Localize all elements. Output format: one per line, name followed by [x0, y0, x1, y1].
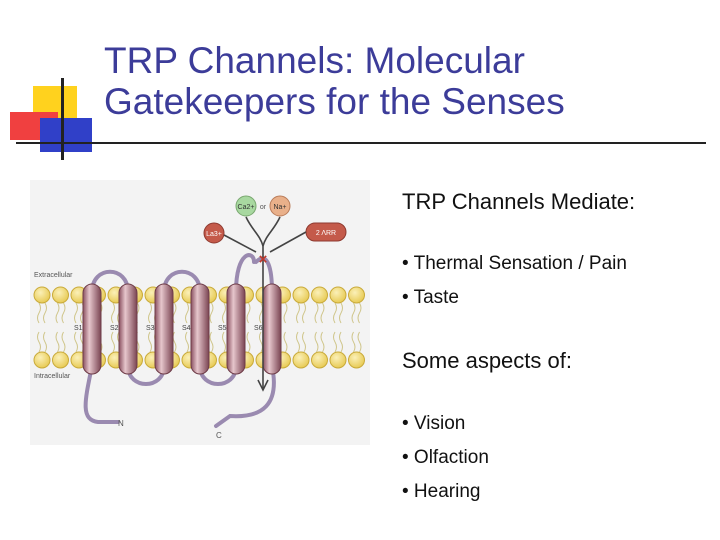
helix-2 [118, 283, 138, 375]
heading-mediate: TRP Channels Mediate: [402, 189, 636, 214]
lipid-tail [320, 331, 325, 353]
lipid-tail [37, 302, 41, 324]
lipid-tail [61, 331, 66, 353]
ruthenium-red-label: 2 ΛRR [316, 230, 336, 237]
calcium-bubble [235, 195, 257, 217]
lipid-tail [296, 302, 300, 324]
sodium-bubble [269, 195, 291, 217]
lanthanum-bubble [203, 222, 225, 244]
title-line-1: TRP Channels: Molecular [104, 40, 525, 81]
lipid-head [311, 286, 328, 304]
lipid-tail [222, 302, 226, 324]
lipid-tail [43, 302, 47, 324]
list-item: • Hearing [402, 481, 481, 502]
list-item: • Taste [402, 287, 459, 308]
lipid-head [33, 351, 51, 369]
lipid-tail [74, 302, 78, 324]
sodium-label: Na+ [273, 204, 286, 211]
lipid-tail [222, 331, 226, 353]
lipid-tail [43, 331, 47, 353]
lipid-head [33, 286, 51, 304]
lipid-tail [148, 331, 152, 353]
lipid-tail [320, 302, 325, 324]
calcium-label: Ca2+ [238, 204, 255, 211]
mediate-list: • Thermal Sensation / Pain • Taste [402, 247, 627, 315]
list-item: • Olfaction [402, 447, 489, 468]
lipid-tail [37, 331, 41, 353]
lipid-tail [302, 331, 306, 353]
lipid-tail [185, 302, 189, 324]
segment-label: S3 [146, 325, 155, 332]
lipid-tail [333, 302, 337, 324]
lipid-head [329, 351, 347, 369]
helix-1 [82, 283, 102, 375]
lipid-tail [148, 302, 152, 324]
accent-line-vertical [61, 78, 64, 160]
lipid-head [348, 286, 365, 304]
lipid-tail [314, 302, 319, 324]
lipid-head [52, 351, 69, 369]
lipid-tail [111, 302, 115, 324]
trp-channel-diagram: S1 S2 S3 S4 S5 S6 Ca2+ or Na+ La3+ 2 ΛRR × Ex… [30, 180, 370, 445]
lipid-tail [209, 331, 214, 353]
block-mark: × [259, 251, 268, 268]
helix-4 [190, 283, 210, 375]
heading-some-aspects: Some aspects of: [402, 348, 572, 373]
lipid-tail [357, 331, 362, 353]
lipid-tail [111, 331, 115, 353]
lipid-head [329, 286, 347, 304]
segment-label: S1 [74, 325, 83, 332]
list-item: • Vision [402, 413, 466, 434]
extracellular-label: Extracellular [34, 272, 73, 279]
helix-6 [262, 283, 282, 375]
intracellular-label: Intracellular [34, 373, 71, 380]
n-terminus-label: N [118, 419, 124, 428]
lipid-tail [61, 302, 66, 324]
lipid-tail [302, 302, 306, 324]
ion-pathway [223, 216, 307, 392]
lipid-tail [357, 302, 362, 324]
lipid-tail [185, 331, 189, 353]
lipid-tail [74, 331, 78, 353]
lipid-tail [209, 302, 214, 324]
lanthanum-label: La3+ [206, 231, 222, 238]
lipid-tail [333, 331, 337, 353]
lipid-tail [283, 331, 288, 353]
helix-5 [226, 283, 246, 375]
list-item: • Thermal Sensation / Pain [402, 253, 627, 274]
segment-label: S4 [182, 325, 191, 332]
lipid-tail [339, 331, 343, 353]
lipid-tail [55, 302, 60, 324]
lipid-tail [339, 302, 343, 324]
transmembrane-helices: S1 S2 S3 S4 S5 S6 [74, 283, 282, 375]
lipid-tail [351, 302, 356, 324]
ion-or-label: or [260, 204, 267, 211]
lipid-head [348, 351, 365, 369]
title-line-2: Gatekeepers for the Senses [104, 81, 565, 122]
accent-square-blue [40, 118, 92, 152]
lipid-head [311, 351, 328, 369]
title-underline [16, 142, 706, 144]
lipid-tail [55, 331, 60, 353]
lipid-head [292, 286, 310, 304]
lipid-tail [351, 331, 356, 353]
c-terminus-label: C [216, 431, 222, 440]
slide-title: TRP Channels: Molecular Gatekeepers for … [104, 40, 704, 122]
segment-label: S2 [110, 325, 119, 332]
lipid-head [292, 351, 310, 369]
aspects-list: • Vision • Olfaction • Hearing [402, 407, 489, 509]
lipid-tail [314, 331, 319, 353]
segment-label: S6 [254, 325, 263, 332]
lipid-head [52, 286, 69, 304]
lipid-tail [246, 331, 251, 353]
lipid-tail [296, 331, 300, 353]
segment-label: S5 [218, 325, 227, 332]
lipid-tail [246, 302, 251, 324]
lipid-tail [283, 302, 288, 324]
helix-3 [154, 283, 174, 375]
